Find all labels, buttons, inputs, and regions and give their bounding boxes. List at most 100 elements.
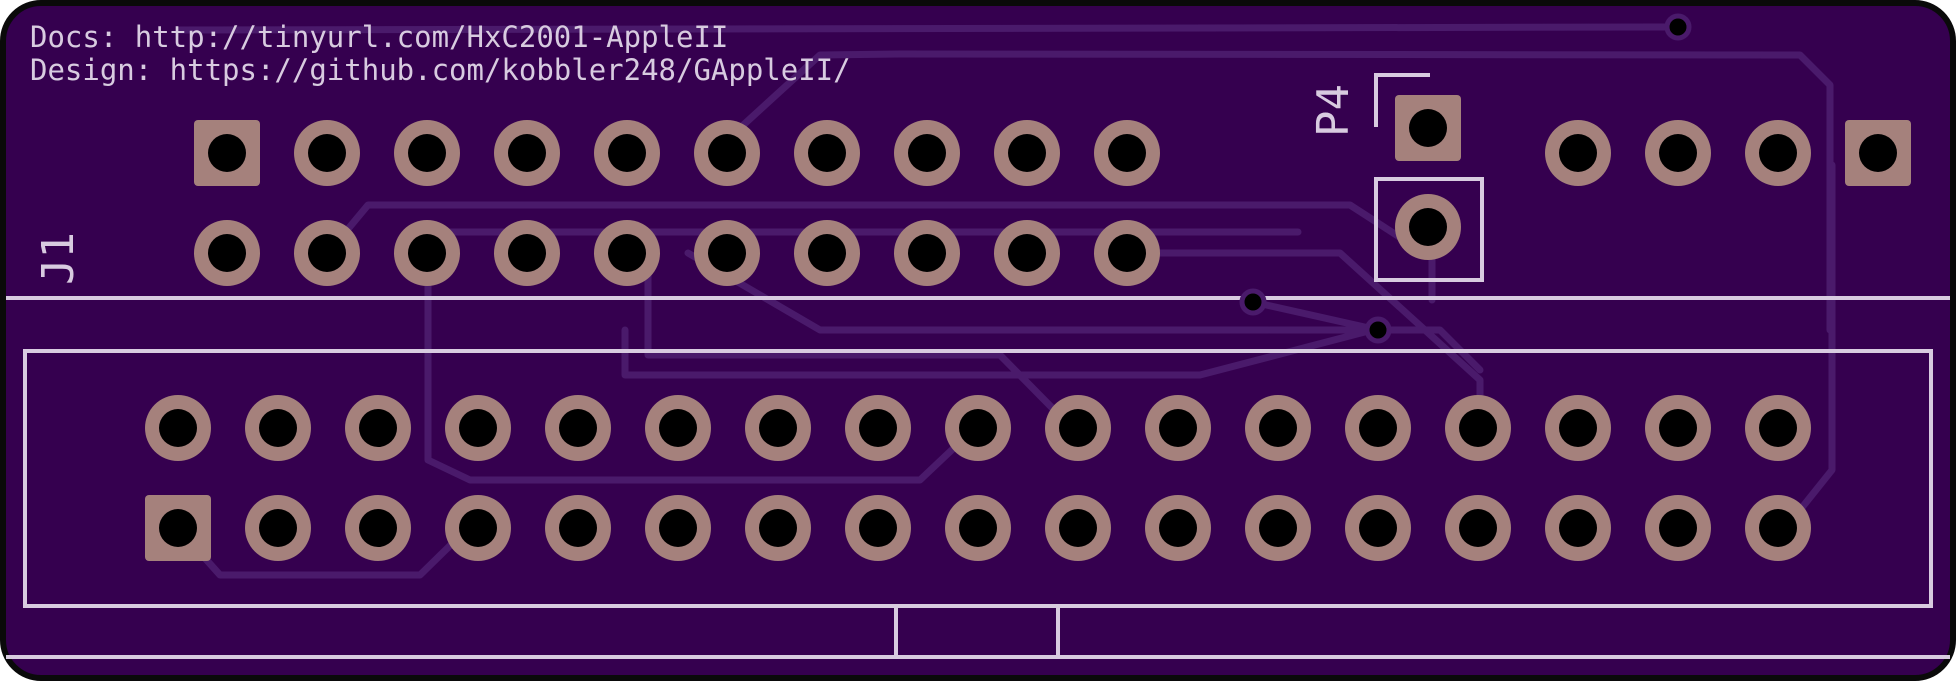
idc-pad — [1345, 395, 1411, 461]
idc-pad — [845, 395, 911, 461]
idc-pad — [645, 495, 711, 561]
drill-hole — [1659, 509, 1697, 547]
idc-pad — [545, 495, 611, 561]
j1-pad — [894, 220, 960, 286]
drill-hole — [1159, 409, 1197, 447]
idc-pad — [445, 495, 511, 561]
idc-pad — [1745, 495, 1811, 561]
via — [1364, 316, 1392, 344]
idc-pad — [1745, 395, 1811, 461]
idc-pad — [945, 395, 1011, 461]
drill-hole — [1059, 509, 1097, 547]
drill-hole — [759, 509, 797, 547]
drill-hole — [359, 409, 397, 447]
p4-pad — [1395, 194, 1461, 260]
drill-hole — [1008, 234, 1046, 272]
idc-connector-outline — [23, 349, 1933, 608]
trace — [736, 50, 1834, 334]
drill-hole — [1409, 109, 1447, 147]
j1-pad — [294, 120, 360, 186]
drill-hole — [359, 509, 397, 547]
j1-pad — [194, 120, 260, 186]
j1-pad — [594, 220, 660, 286]
drill-hole — [759, 409, 797, 447]
idc-pad — [1245, 495, 1311, 561]
drill-hole — [1359, 509, 1397, 547]
j1-pad — [994, 120, 1060, 186]
j1-pad — [594, 120, 660, 186]
idc-pad — [1045, 395, 1111, 461]
drill-hole — [308, 134, 346, 172]
idc-pad — [1545, 495, 1611, 561]
j1-reference-label: J1 — [33, 232, 84, 285]
idc-key-notch — [894, 606, 1060, 657]
drill-hole — [459, 509, 497, 547]
idc-pad — [745, 395, 811, 461]
drill-hole — [708, 134, 746, 172]
drill-hole — [1559, 509, 1597, 547]
drill-hole — [1008, 134, 1046, 172]
idc-pad — [245, 495, 311, 561]
j1-pad — [694, 220, 760, 286]
drill-hole — [1559, 134, 1597, 172]
design-url-label: Design: https://github.com/kobbler248/GA… — [30, 53, 851, 87]
j1-pad — [1094, 220, 1160, 286]
j1-pad — [294, 220, 360, 286]
j1-pad — [694, 120, 760, 186]
drill-hole — [608, 234, 646, 272]
trace — [644, 249, 1076, 432]
copper-pads — [145, 95, 1911, 561]
idc-pad — [1145, 395, 1211, 461]
drill-hole — [1759, 409, 1797, 447]
idc-pad — [1145, 495, 1211, 561]
drill-hole — [1259, 509, 1297, 547]
idc-pad — [545, 395, 611, 461]
idc-pad — [1545, 395, 1611, 461]
idc-pad — [1445, 495, 1511, 561]
p4-pin1-marker — [1374, 73, 1430, 127]
drill-hole — [959, 409, 997, 447]
header-pad — [1745, 120, 1811, 186]
drill-hole — [1159, 509, 1197, 547]
idc-pad — [1445, 395, 1511, 461]
j1-pad — [1094, 120, 1160, 186]
idc-pad — [445, 395, 511, 461]
drill-hole — [1759, 509, 1797, 547]
idc-pad — [345, 495, 411, 561]
drill-hole — [259, 509, 297, 547]
idc-pad — [845, 495, 911, 561]
drill-hole — [859, 409, 897, 447]
idc-pad — [1645, 395, 1711, 461]
drill-hole — [559, 409, 597, 447]
drill-hole — [1559, 409, 1597, 447]
drill-hole — [1759, 134, 1797, 172]
j1-pad — [194, 220, 260, 286]
docs-url-label: Docs: http://tinyurl.com/HxC2001-AppleII — [30, 20, 728, 54]
drill-hole — [159, 509, 197, 547]
j1-pad — [394, 120, 460, 186]
header-pad — [1645, 120, 1711, 186]
drill-hole — [908, 234, 946, 272]
drill-hole — [208, 134, 246, 172]
drill-hole — [459, 409, 497, 447]
drill-hole — [508, 134, 546, 172]
drill-hole — [959, 509, 997, 547]
drill-hole — [308, 234, 346, 272]
idc-pad — [1245, 395, 1311, 461]
header-pad — [1545, 120, 1611, 186]
drill-hole — [1259, 409, 1297, 447]
drill-hole — [808, 234, 846, 272]
drill-hole — [159, 409, 197, 447]
idc-pad — [645, 395, 711, 461]
j1-pad — [794, 220, 860, 286]
drill-hole — [1459, 509, 1497, 547]
j1-pad — [394, 220, 460, 286]
idc-pad — [745, 495, 811, 561]
drill-hole — [1108, 234, 1146, 272]
idc-pad — [1045, 495, 1111, 561]
j1-pad — [494, 120, 560, 186]
drill-hole — [1659, 409, 1697, 447]
drill-hole — [1409, 208, 1447, 246]
idc-pad — [145, 395, 211, 461]
trace — [1788, 161, 1836, 524]
